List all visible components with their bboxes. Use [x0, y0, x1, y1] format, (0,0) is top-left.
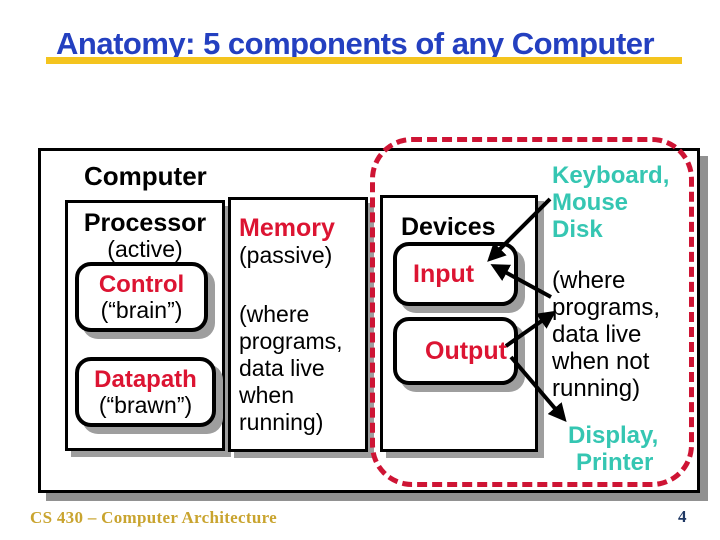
note-datalive: data live: [552, 321, 642, 348]
io-notes: Keyboard, Mouse Disk (where programs, da…: [552, 162, 702, 476]
memory-line: (passive): [239, 242, 333, 268]
memory-box: Memory (passive) (where programs, data l…: [228, 197, 368, 452]
datapath-box: Datapath (“brawn”): [75, 357, 216, 427]
note-programs: programs,: [552, 294, 661, 321]
footer-course: CS 430 – Computer Architecture: [30, 508, 277, 527]
control-title: Control: [98, 270, 185, 298]
page-number: 4: [678, 507, 687, 526]
memory-line: data live: [239, 355, 325, 381]
processor-box: Processor (active) Control (“brain”) Dat…: [65, 200, 225, 451]
note-mouse: Mouse: [552, 189, 629, 216]
output-box: Output: [393, 317, 518, 385]
memory-line: programs,: [239, 328, 343, 354]
control-subtitle: (“brain”): [100, 296, 183, 323]
memory-line: running): [239, 409, 324, 435]
memory-title: Memory: [239, 214, 335, 242]
output-label: Output: [425, 337, 507, 365]
note-disk: Disk: [552, 216, 603, 243]
computer-box: Computer Processor (active) Control (“br…: [38, 148, 700, 493]
memory-line-gap: [239, 269, 365, 301]
input-box: Input: [393, 242, 518, 306]
note-display: Display,: [568, 422, 659, 449]
memory-line: when: [239, 382, 294, 408]
memory-line: (where: [239, 301, 310, 327]
note-where: (where: [552, 267, 626, 294]
computer-label: Computer: [84, 161, 207, 191]
devices-title: Devices: [401, 213, 496, 241]
note-keyboard: Keyboard,: [552, 162, 670, 189]
input-label: Input: [413, 260, 475, 288]
page-title: Anatomy: 5 components of any Computer: [56, 26, 655, 61]
processor-title: Processor: [83, 209, 207, 237]
note-running: running): [552, 375, 641, 402]
devices-box: Devices Input Output: [380, 195, 538, 452]
note-printer: Printer: [576, 449, 654, 476]
control-box: Control (“brain”): [75, 262, 208, 332]
note-whennot: when not: [552, 348, 650, 375]
title-underline: [46, 57, 682, 64]
datapath-subtitle: (“brawn”): [98, 391, 193, 418]
processor-subtitle: (active): [107, 236, 183, 262]
datapath-title: Datapath: [94, 365, 197, 393]
